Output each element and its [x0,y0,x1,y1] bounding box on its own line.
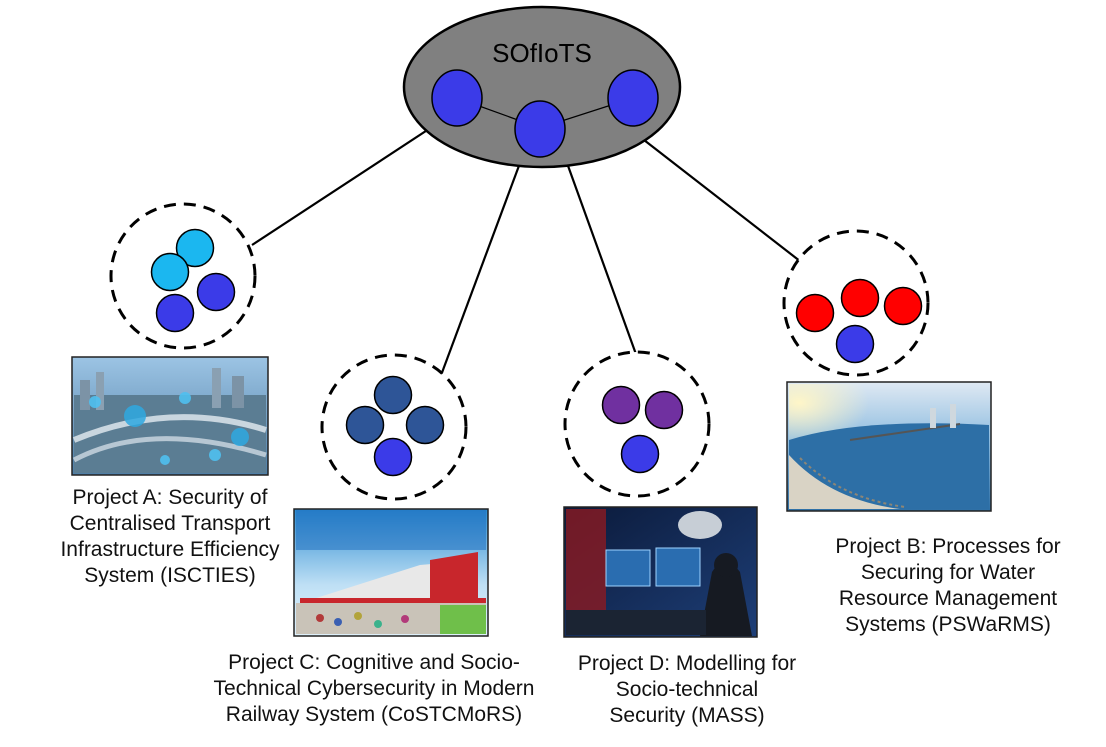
project-c-cluster [320,353,468,501]
project-c-photo [293,508,489,637]
caption-line: Technical Cybersecurity in Modern [213,677,535,700]
hub-node-right [607,69,659,127]
caption-line: Infrastructure Efficiency [60,538,280,561]
sofiots-hub: SOfIoTS [402,5,682,169]
caption-line: Project A: Security of [72,486,268,509]
cluster-node [373,375,413,415]
cluster-node [196,272,236,312]
connector-hub-to-project-b [643,139,806,266]
caption-line: Project D: Modelling for [577,652,797,675]
cluster-node [373,437,413,477]
connector-hub-to-project-c [438,162,522,379]
connector-hub-to-project-d [565,162,639,358]
cluster-node [644,390,684,430]
hub-ellipse [402,5,682,169]
hub-title: SOfIoTS [492,38,592,68]
caption-line: System (ISCTIES) [84,564,256,587]
cluster-node [175,228,215,268]
caption-line: Project C: Cognitive and Socio- [228,651,520,674]
cluster-boundary [320,353,468,501]
cluster-node [620,434,660,474]
cluster-node [840,278,880,318]
caption-line: Railway System (CoSTCMoRS) [225,703,523,726]
project-b-photo [786,381,992,512]
connector-lines [251,126,806,379]
cluster-node [795,293,835,333]
cluster-node [601,385,641,425]
cluster-node [150,252,190,292]
cluster-node [883,286,923,326]
project-a-caption: Project A: Security of Centralised Trans… [14,485,326,589]
project-b-caption: Project B: Processes for Securing for Wa… [798,534,1098,638]
project-a-cluster [109,202,257,350]
cluster-node [835,324,875,364]
hub-node-center [514,100,566,158]
cluster-node [345,405,385,445]
caption-line: Resource Management [838,587,1058,610]
caption-line: Systems (PSWaRMS) [845,613,1051,636]
project-c-caption: Project C: Cognitive and Socio- Technica… [190,650,558,728]
hub-node-left [431,69,483,127]
project-d-caption: Project D: Modelling for Socio-technical… [555,651,819,729]
caption-line: Centralised Transport [69,512,271,535]
project-a-photo [71,356,269,476]
caption-line: Socio-technical [615,678,759,701]
caption-line: Project B: Processes for [835,535,1061,558]
caption-line: Securing for Water [860,561,1036,584]
project-d-cluster [563,350,711,498]
cluster-node [405,405,445,445]
cluster-node [155,293,195,333]
project-d-photo [563,506,758,638]
caption-line: Security (MASS) [609,704,765,727]
project-b-cluster [782,229,930,377]
cluster-boundary [563,350,711,498]
connector-hub-to-project-a [251,126,433,246]
